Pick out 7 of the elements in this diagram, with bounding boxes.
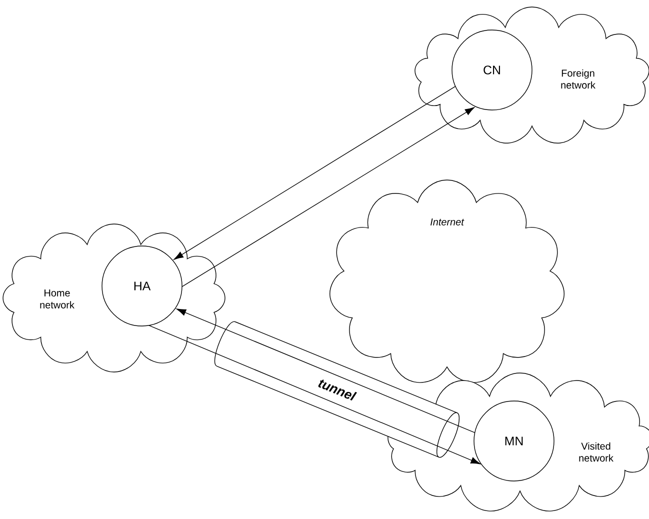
arrow — [148, 325, 480, 464]
arrow — [176, 308, 476, 434]
arrow — [174, 86, 456, 260]
node-label: Visited network — [579, 442, 614, 462]
arrow — [182, 107, 475, 288]
network-cloud: Internet — [330, 180, 564, 383]
tunnel-drawing: tunnel — [214, 321, 460, 458]
